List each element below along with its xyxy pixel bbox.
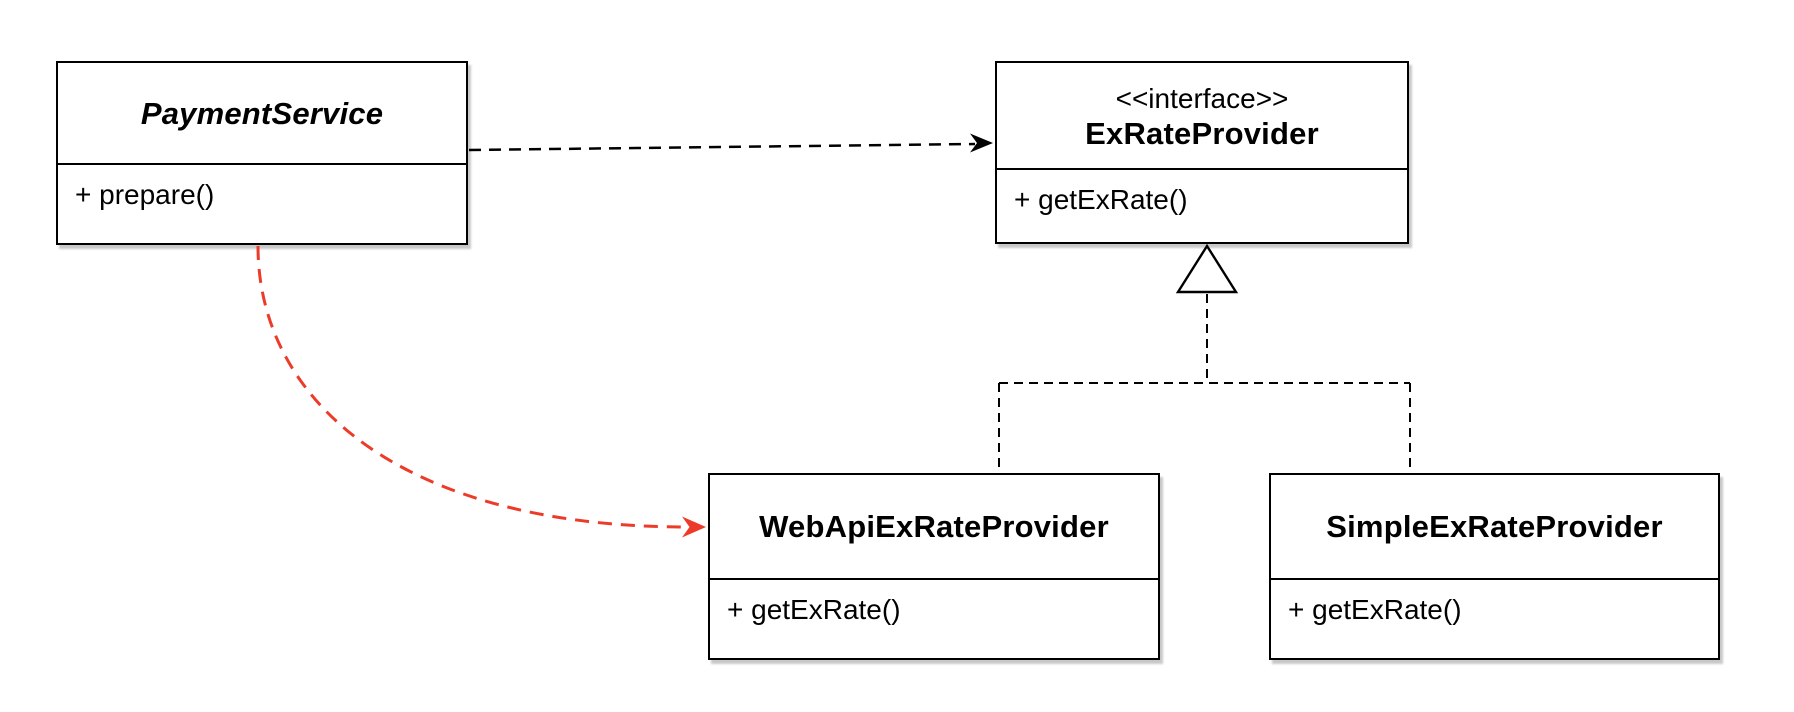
class-name-web-api-ex-rate-provider: WebApiExRateProvider (759, 509, 1109, 544)
dependency-line-payment-to-exrateprovider (468, 142, 976, 152)
class-name-ex-rate-provider: ExRateProvider (1085, 115, 1319, 151)
class-box-payment-service: PaymentService + prepare() (56, 61, 468, 245)
class-methods-section: + getExRate() (710, 580, 1158, 658)
class-box-ex-rate-provider: <<interface>> ExRateProvider + getExRate… (995, 61, 1409, 244)
class-name-simple-ex-rate-provider: SimpleExRateProvider (1326, 509, 1663, 544)
highlight-arrowhead-icon (682, 516, 706, 538)
highlight-dependency-curve-payment-to-webapi (256, 245, 688, 529)
class-methods-section: + getExRate() (1271, 580, 1718, 658)
class-title-section: PaymentService (58, 63, 466, 165)
class-box-simple-ex-rate-provider: SimpleExRateProvider + getExRate() (1269, 473, 1720, 660)
interface-stereotype: <<interface>> (1115, 82, 1289, 114)
class-title-section: WebApiExRateProvider (710, 475, 1158, 580)
class-title-section: <<interface>> ExRateProvider (997, 63, 1407, 170)
method-get-ex-rate: + getExRate() (727, 594, 901, 625)
method-get-ex-rate: + getExRate() (1014, 184, 1188, 215)
class-name-payment-service: PaymentService (140, 95, 384, 131)
method-prepare: + prepare() (75, 179, 215, 210)
method-get-ex-rate: + getExRate() (1288, 594, 1462, 625)
class-methods-section: + prepare() (58, 165, 466, 243)
class-box-web-api-ex-rate-provider: WebApiExRateProvider + getExRate() (708, 473, 1160, 660)
dependency-arrowhead-icon (970, 133, 993, 153)
realization-connector-lines (998, 294, 1411, 471)
realization-triangle-icon (1175, 243, 1239, 294)
class-methods-section: + getExRate() (997, 170, 1407, 242)
class-title-section: SimpleExRateProvider (1271, 475, 1718, 580)
